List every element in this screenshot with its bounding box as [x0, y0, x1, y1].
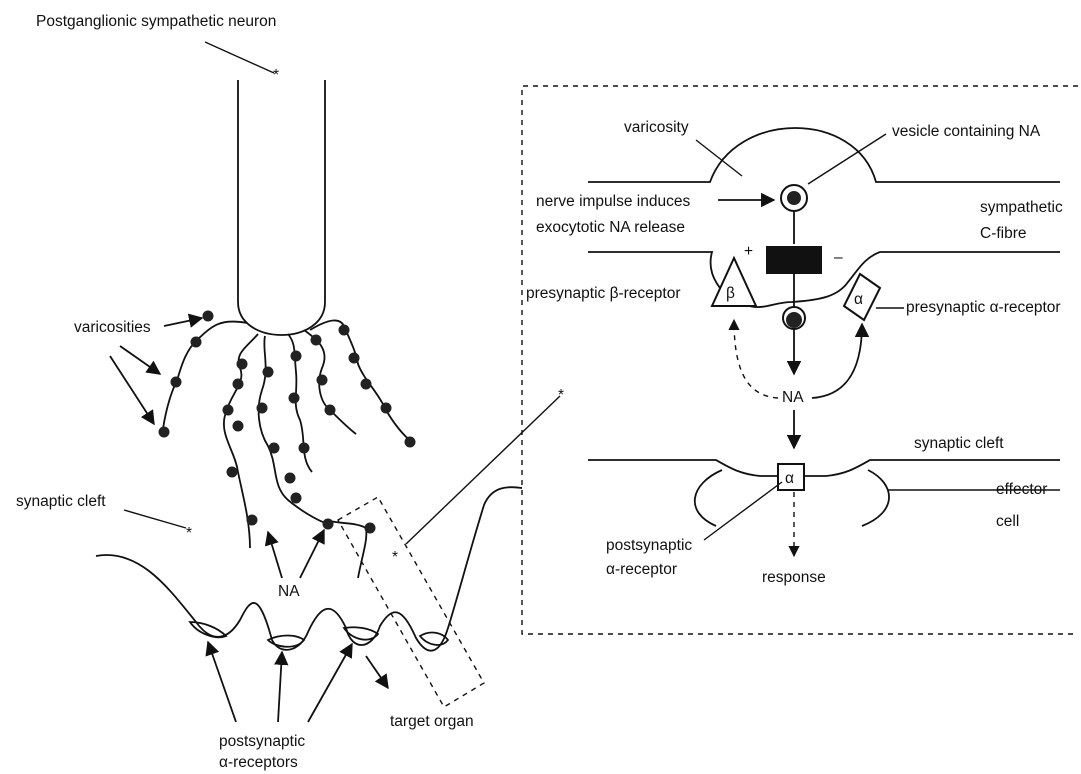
zoom-region-box [337, 496, 485, 708]
plus-sign: + [744, 243, 753, 260]
release-site-block [766, 246, 822, 274]
post-receptor-arrow-2 [274, 650, 289, 723]
vesicle-core [787, 191, 801, 205]
post-alpha-label-line2: α-receptor [606, 561, 677, 578]
impulse-label-line1: nerve impulse induces [536, 193, 690, 210]
effector-label-line2: cell [996, 513, 1019, 530]
varicosity-pointer [695, 139, 743, 177]
beta-receptor-shape [710, 255, 758, 307]
beta-symbol: β [726, 285, 735, 302]
terminal-branches [161, 319, 413, 579]
post-receptor-arrow-1 [205, 640, 237, 723]
varicosities-label: varicosities [74, 319, 151, 336]
synaptic-cleft-right-label: synaptic cleft [914, 435, 1004, 452]
varicosity-dots [158, 310, 416, 534]
synaptic-cleft-left-star: * [186, 525, 192, 542]
na-left-arrow-2 [299, 528, 325, 579]
varicosities-arrow-2 [119, 345, 162, 375]
postsynaptic-receptor-sites [188, 621, 450, 648]
response-label: response [762, 569, 826, 586]
varicosities-arrow-1 [163, 313, 204, 328]
na-left-label: NA [278, 583, 300, 600]
vesicle-label: vesicle containing NA [892, 123, 1041, 140]
detail-panel-border [521, 85, 1078, 635]
pre-beta-label: presynaptic β-receptor [526, 285, 681, 302]
target-organ-membrane [95, 486, 523, 652]
post-receptors-label-line1: postsynaptic [219, 733, 305, 750]
released-vesicle-core [786, 312, 802, 328]
minus-sign: – [834, 249, 843, 266]
fibre-label-line1: sympathetic [980, 199, 1063, 216]
alpha-receptor-shape [842, 272, 882, 322]
synaptic-cleft-left-label: synaptic cleft [16, 493, 106, 510]
zoom-star-right: * [558, 387, 564, 404]
response-arrow-left [365, 655, 389, 690]
na-feedback-beta-arrow [728, 318, 779, 399]
effector-cell-right-curve [861, 469, 890, 527]
effector-cell-left-curve [694, 469, 723, 527]
na-left-arrow-1 [264, 530, 283, 579]
zoom-star-left: * [392, 549, 398, 566]
vesicle-pointer [807, 133, 887, 185]
fibre-label-line2: C-fibre [980, 225, 1027, 242]
na-feedback-alpha-arrow [811, 322, 870, 399]
impulse-label-line2: exocytotic NA release [536, 219, 685, 236]
post-alpha-symbol: α [785, 470, 794, 487]
target-organ-label: target organ [390, 713, 474, 730]
fibre-upper-membrane [588, 127, 1060, 183]
post-receptors-label-line2: α-receptors [219, 754, 298, 771]
effector-membrane [588, 459, 1060, 477]
varicosity-label: varicosity [624, 119, 689, 136]
varicosities-arrow-3 [109, 355, 155, 426]
neuron-title: Postganglionic sympathetic neuron [36, 13, 276, 30]
neuron-star: * [273, 67, 279, 84]
synaptic-cleft-left-pointer [123, 509, 187, 529]
zoom-connector [405, 395, 561, 545]
post-alpha-label-line1: postsynaptic [606, 537, 692, 554]
post-alpha-receptor-box [777, 463, 805, 491]
post-alpha-pointer [703, 481, 783, 541]
axon [237, 80, 326, 336]
post-receptor-arrow-3 [307, 642, 353, 723]
pre-alpha-label: presynaptic α-receptor [906, 299, 1061, 316]
effector-label-line1: effector [996, 481, 1047, 498]
neuron-pointer [204, 41, 275, 74]
na-right-label: NA [782, 389, 804, 406]
alpha-symbol: α [854, 291, 863, 308]
